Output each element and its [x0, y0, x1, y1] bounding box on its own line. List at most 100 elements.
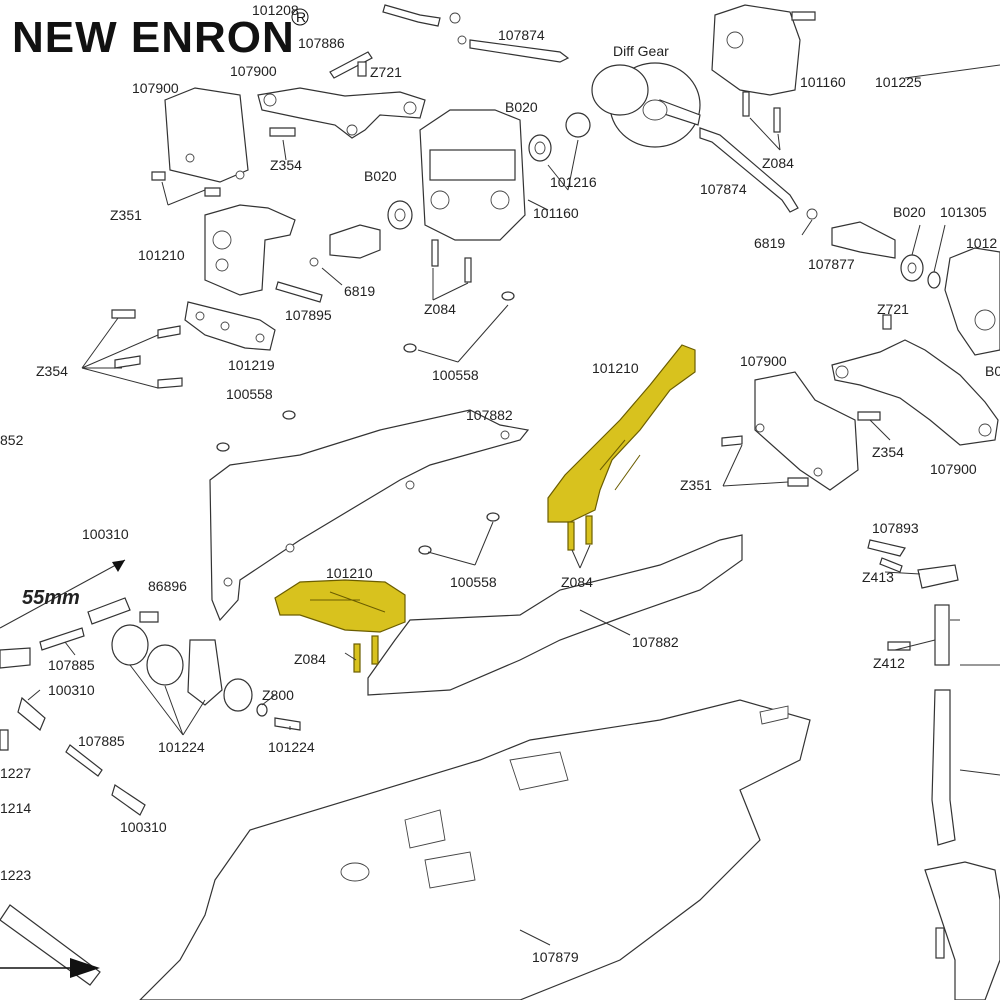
label-107900b: 107900 — [132, 80, 179, 96]
side-guard-107882a — [209, 409, 530, 622]
label-100558c: 100558 — [450, 574, 497, 590]
washer-Z800 — [256, 703, 268, 717]
label-Z413: Z413 — [862, 569, 894, 585]
body-clip-107893 — [867, 539, 906, 557]
screws-Z351a — [151, 171, 221, 197]
pin-Z721b — [882, 314, 892, 330]
label-101160a: 101160 — [533, 205, 579, 221]
label-107900c: 107900 — [740, 353, 787, 369]
label-107877: 107877 — [808, 256, 855, 272]
side-guard-107882b — [367, 534, 743, 696]
label-101210b: 101210 — [592, 360, 639, 376]
screws-Z351b — [721, 435, 809, 487]
label-100310a: 100310 — [82, 526, 129, 542]
highlight-screws-Z084-lower — [353, 635, 379, 673]
turnbuckle-107885b — [65, 744, 103, 777]
bearing-B020a — [387, 200, 413, 230]
rod-100310b — [17, 696, 46, 731]
pin-107886 — [329, 51, 373, 79]
body-post-upper — [934, 604, 950, 666]
drive-shaft-107874b — [699, 127, 818, 220]
label-Z412: Z412 — [873, 655, 905, 671]
body-mount-plate-right — [754, 371, 859, 491]
label-107893: 107893 — [872, 520, 919, 536]
label-1223: 1223 — [0, 867, 31, 883]
label-100310b: 100310 — [48, 682, 95, 698]
label-101210c: 101210 — [326, 565, 373, 581]
gearbox-101160b — [711, 4, 816, 96]
rod-100310c — [111, 784, 146, 816]
screw-100558a — [403, 291, 515, 353]
label-6819b: 6819 — [754, 235, 785, 251]
body-post-lower — [931, 689, 956, 846]
screw-Z354b — [857, 411, 881, 421]
label-Z351b: Z351 — [680, 477, 712, 493]
screws-Z354-stack — [111, 309, 183, 389]
label-101305: 101305 — [940, 204, 987, 220]
rod-100310a — [87, 597, 131, 625]
left-edge-parts — [0, 729, 101, 986]
screws-Z084a — [431, 239, 472, 283]
plate-101219 — [184, 301, 276, 351]
label-107900a: 107900 — [230, 63, 277, 79]
label-100558b: 100558 — [226, 386, 273, 402]
label-Z721a: Z721 — [370, 64, 402, 80]
label-107895: 107895 — [285, 307, 332, 323]
axle-107877 — [831, 221, 896, 259]
part-labels: 101208 107874 107886 107900 Z721 107900 … — [0, 2, 1000, 965]
screw-Z354a — [269, 127, 296, 137]
label-852: 852 — [0, 432, 24, 448]
label-101225: 101225 — [875, 74, 922, 90]
label-1012: 1012 — [966, 235, 997, 251]
label-Z721b: Z721 — [877, 301, 909, 317]
label-Z351a: Z351 — [110, 207, 142, 223]
label-101216: 101216 — [550, 174, 597, 190]
label-55mm: 55mm — [22, 587, 80, 609]
hub-carrier-right — [944, 247, 1000, 356]
bearing-B020c — [900, 254, 941, 289]
label-101210a: 101210 — [138, 247, 185, 263]
chassis-plate-107879 — [139, 699, 811, 1000]
label-107882a: 107882 — [466, 407, 513, 423]
label-diff-gear: Diff Gear — [613, 43, 669, 59]
gearbox-101210a — [204, 204, 296, 296]
registered-mark: R — [296, 9, 306, 25]
label-101219: 101219 — [228, 357, 275, 373]
highlight-screws-Z084-upper — [567, 515, 593, 551]
drive-shaft-107874a — [382, 4, 570, 63]
label-101224a: 101224 — [158, 739, 205, 755]
pin-107895 — [275, 281, 323, 303]
label-107900d: 107900 — [930, 461, 977, 477]
label-Z084b: Z084 — [424, 301, 456, 317]
turnbuckle-107885a — [0, 627, 85, 669]
pin-Z721a — [357, 61, 367, 77]
label-107874a: 107874 — [498, 27, 545, 43]
label-107885b: 107885 — [78, 733, 125, 749]
label-B020a: B020 — [364, 168, 397, 184]
label-86896: 86896 — [148, 578, 187, 594]
diff-gear — [591, 62, 701, 148]
registered-ring — [291, 8, 309, 26]
label-107874b: 107874 — [700, 181, 747, 197]
pinion-101216 — [565, 112, 591, 138]
label-Z084c: Z084 — [561, 574, 593, 590]
label-107879: 107879 — [532, 949, 579, 965]
ballstud-86896 — [139, 611, 159, 623]
label-1227: 1227 — [0, 765, 31, 781]
label-Z354-group: Z354 — [36, 363, 68, 379]
label-100310c: 100310 — [120, 819, 167, 835]
label-B0: B0 — [985, 363, 1000, 379]
label-B020b: B020 — [505, 99, 538, 115]
body-mount-plate-left — [164, 87, 249, 183]
label-Z084a: Z084 — [762, 155, 794, 171]
label-Z354a: Z354 — [270, 157, 302, 173]
label-6819a: 6819 — [344, 283, 375, 299]
label-B020c: B020 — [893, 204, 926, 220]
label-107886: 107886 — [298, 35, 345, 51]
label-1214: 1214 — [0, 800, 31, 816]
highlight-part-101210-lower — [274, 579, 406, 633]
bumper-mount — [924, 861, 1000, 1000]
label-107885a: 107885 — [48, 657, 95, 673]
